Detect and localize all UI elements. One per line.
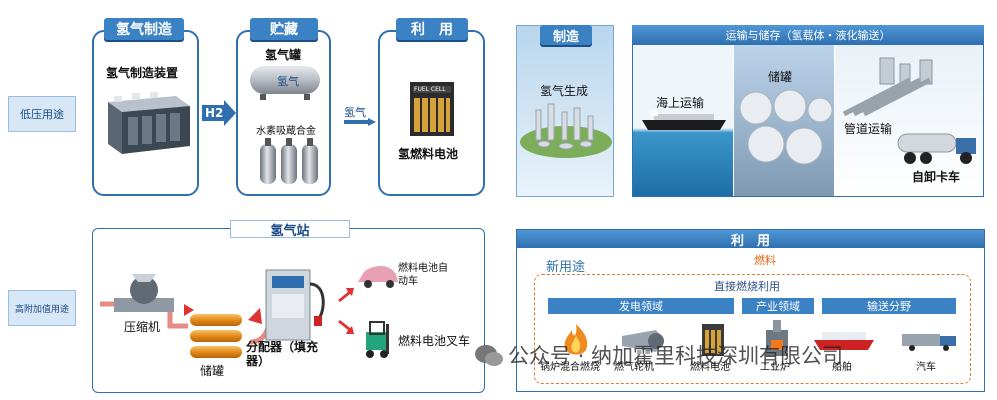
tanker-ship-icon: [642, 110, 726, 130]
alloy-cylinders-icon: [260, 138, 318, 184]
forklift-label: 燃料电池叉车: [398, 334, 471, 348]
gen-label: 氢气生成: [540, 84, 589, 98]
fuel-label: 燃料: [754, 254, 776, 267]
tank-title: 氢气罐: [265, 48, 302, 62]
storage-label: 储罐: [200, 364, 225, 378]
wechat-icon: [475, 345, 503, 366]
make-photo-panel: [516, 25, 614, 197]
alloy-label: 水素吸蔵合金: [256, 126, 316, 137]
dispense-arrows-icon: [338, 288, 354, 334]
use-panel-right: [516, 229, 985, 392]
use-item-fuel-cell: 燃料电池: [690, 362, 730, 373]
side-label-low: 低压用途: [8, 96, 76, 132]
h2-small-arrow-label: 氢气: [344, 106, 366, 119]
use-item-furnace: 工业炉: [760, 362, 790, 373]
gas-turbine-icon: [622, 330, 664, 352]
use-item-turbine: 燃气轮机: [614, 362, 654, 373]
fuel-cell-stack-icon: [702, 324, 724, 356]
tab-make-right: 制造: [540, 25, 592, 45]
fuel-cell-icon: [410, 82, 454, 136]
power-field-bar: 发电领域: [548, 298, 734, 314]
storage-cylinders-icon: [190, 314, 242, 358]
hydrogen-tank-icon: [250, 66, 320, 100]
direct-burn-label: 直接燃烧利用: [714, 280, 780, 293]
side-label-high: 高附加值用途: [8, 290, 76, 326]
new-use-label: 新用途: [546, 260, 586, 275]
tab-use-right: 利 用: [517, 230, 984, 249]
h2-small-arrow-icon: [344, 118, 376, 126]
truck-label: 自卸卡车: [912, 170, 961, 184]
fuel-cell-car-icon: [358, 266, 398, 288]
industry-field-bar: 产业领域: [742, 298, 814, 314]
fuel-cell-forklift-icon: [366, 321, 389, 358]
vehicle-icon: [902, 334, 956, 351]
h2-arrow-icon: [202, 100, 236, 126]
watermark-text: 公众号 · 纳加霍里科技深圳有限公司: [508, 344, 844, 368]
dispenser-label: 分配器（填充器）: [246, 340, 319, 368]
station-tab: 氢气站: [230, 220, 350, 239]
use-item-vehicle: 汽车: [916, 362, 936, 373]
device-label: 氢气制造装置: [106, 66, 179, 80]
use-item-ship: 船舶: [832, 362, 852, 373]
tank-text: 氢气: [277, 75, 299, 88]
pipeline-icon: [842, 57, 933, 116]
tab-store: 贮藏: [250, 18, 318, 40]
h2-arrow-label: H2: [205, 106, 224, 120]
car-label: 燃料电池自动车: [398, 263, 448, 287]
direct-burn-frame: [534, 274, 971, 384]
dispenser-icon: [265, 269, 325, 341]
tab-use: 利 用: [396, 18, 468, 40]
sea-label: 海上运输: [656, 96, 705, 110]
compressor-label: 压缩机: [124, 320, 161, 334]
industrial-furnace-icon: [766, 320, 788, 356]
tank-truck-icon: [897, 133, 976, 164]
fuel-cell-label: 氢燃料电池: [398, 147, 459, 161]
fuel-cell-sign: FUEL CELL: [414, 86, 446, 93]
hydrogen-plant-icon: [520, 103, 612, 158]
spherical-tanks-icon: [739, 89, 832, 165]
compressor-icon: [114, 274, 174, 312]
ship-icon: [814, 332, 874, 350]
tab-transport: 运输与储存（氢载体・液化输送）: [632, 25, 984, 45]
use-item-boiler: 锅炉混合燃烧: [540, 362, 600, 373]
production-device-icon: [108, 92, 190, 154]
boiler-flame-icon: [564, 324, 588, 355]
transport-field-bar: 输送分野: [822, 298, 956, 314]
pipe-label: 管道运输: [844, 122, 893, 136]
tab-make: 氢气制造: [104, 18, 184, 40]
storage-tank-label: 储罐: [768, 70, 793, 84]
